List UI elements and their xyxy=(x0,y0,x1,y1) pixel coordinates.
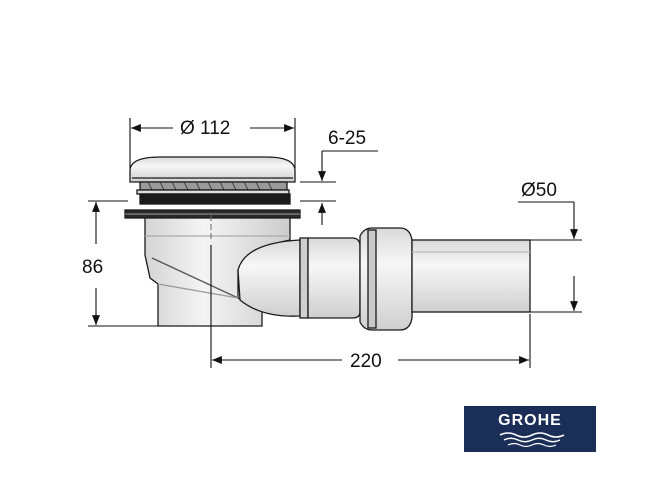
label-adjust-range: 6-25 xyxy=(328,128,366,149)
outlet-pipe-long xyxy=(411,239,531,313)
drain-assembly xyxy=(124,156,531,331)
logo-wordmark: GROHE xyxy=(498,412,562,429)
label-diameter-top: Ø 112 xyxy=(180,118,230,139)
grohe-logo: GROHE xyxy=(464,406,596,452)
label-height: 86 xyxy=(82,257,103,278)
label-length: 220 xyxy=(350,351,382,372)
dimension-lines xyxy=(88,118,582,368)
cover-cap xyxy=(129,156,296,183)
label-diameter-outlet: Ø50 xyxy=(521,180,557,201)
wave-icon xyxy=(499,432,565,448)
collar xyxy=(299,237,309,319)
flange-seal xyxy=(139,193,291,205)
outlet-pipe-short xyxy=(307,237,361,319)
